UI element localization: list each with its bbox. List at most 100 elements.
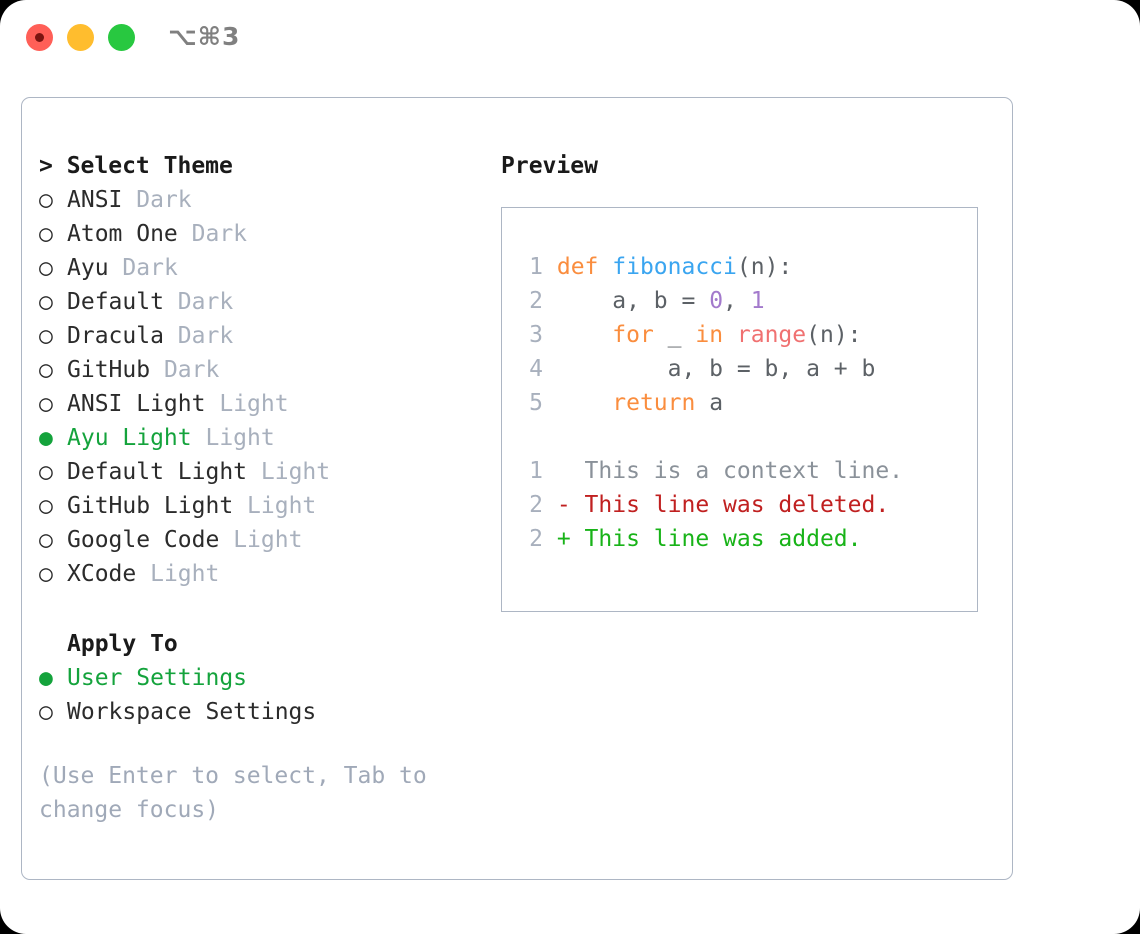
code-token: a, b = bbox=[612, 288, 710, 314]
radio-unselected-icon: ○ bbox=[39, 391, 53, 417]
apply-to-option-label: User Settings bbox=[67, 665, 248, 691]
radio-unselected-icon: ○ bbox=[39, 493, 53, 519]
theme-option-ansi-light[interactable]: ○ANSI Light Light bbox=[39, 387, 489, 421]
line-number: 2 bbox=[529, 492, 543, 518]
theme-option-category: Dark bbox=[177, 289, 234, 315]
theme-option-category: Light bbox=[247, 493, 317, 519]
theme-picker-column: > Select Theme ○ANSI Dark○Atom One Dark○… bbox=[39, 149, 489, 827]
radio-unselected-icon: ○ bbox=[39, 323, 53, 349]
content-panel: > Select Theme ○ANSI Dark○Atom One Dark○… bbox=[21, 97, 1013, 880]
diff-line-text: - This line was deleted. bbox=[543, 492, 890, 518]
code-line: 5 return a bbox=[519, 386, 903, 420]
diff-line-text: + This line was added. bbox=[543, 526, 862, 552]
line-number: 1 bbox=[529, 254, 543, 280]
code-token: range bbox=[736, 322, 807, 348]
preview-column: Preview 1 def fibonacci(n):2 a, b = 0, 1… bbox=[501, 149, 1001, 612]
theme-option-category: Light bbox=[233, 527, 303, 553]
theme-option-ayu[interactable]: ○ Ayu Dark bbox=[39, 251, 489, 285]
radio-unselected-icon: ○ bbox=[39, 289, 53, 315]
code-token: a, b = b, a + b bbox=[667, 356, 876, 382]
theme-option-label: Ayu Light bbox=[67, 425, 192, 451]
line-number: 2 bbox=[529, 288, 543, 314]
theme-option-default[interactable]: ○ Default Dark bbox=[39, 285, 489, 319]
theme-option-default-light[interactable]: ○ Default Light Light bbox=[39, 455, 489, 489]
radio-unselected-icon: ○ bbox=[39, 561, 53, 587]
code-line: 4 a, b = b, a + b bbox=[519, 352, 903, 386]
apply-to-option-list: ●User Settings ○ Workspace Settings bbox=[39, 661, 489, 729]
keyboard-hint-text: (Use Enter to select, Tab to change focu… bbox=[39, 763, 441, 823]
apply-to-header: Apply To bbox=[67, 631, 178, 657]
maximize-button-icon[interactable] bbox=[108, 24, 135, 51]
theme-option-label: GitHub Light bbox=[67, 493, 234, 519]
radio-unselected-icon: ○ bbox=[39, 699, 53, 725]
theme-option-category: Light bbox=[150, 561, 220, 587]
theme-option-label: Google Code bbox=[67, 527, 220, 553]
line-number: 2 bbox=[529, 526, 543, 552]
theme-option-dracula[interactable]: ○ Dracula Dark bbox=[39, 319, 489, 353]
apply-to-option-user-settings[interactable]: ●User Settings bbox=[39, 661, 489, 695]
minimize-button-icon[interactable] bbox=[67, 24, 94, 51]
theme-option-category: Dark bbox=[163, 357, 220, 383]
theme-option-label: Dracula bbox=[67, 323, 164, 349]
radio-unselected-icon: ○ bbox=[39, 527, 53, 553]
theme-option-category: Dark bbox=[136, 187, 192, 213]
code-line: 2 a, b = 0, 1 bbox=[519, 284, 903, 318]
radio-unselected-icon: ○ bbox=[39, 255, 53, 281]
theme-option-label: Default bbox=[67, 289, 164, 315]
theme-option-label: XCode bbox=[67, 561, 137, 587]
theme-option-category: Light bbox=[260, 459, 331, 485]
theme-option-ayu-light[interactable]: ● Ayu Light Light bbox=[39, 421, 489, 455]
select-theme-header: > Select Theme bbox=[39, 153, 233, 179]
code-token: return bbox=[612, 390, 710, 416]
line-number: 5 bbox=[529, 390, 543, 416]
theme-option-category: Dark bbox=[122, 255, 178, 281]
theme-option-atom-one[interactable]: ○ Atom One Dark bbox=[39, 217, 489, 251]
radio-unselected-icon: ○ bbox=[39, 187, 53, 213]
window-controls bbox=[26, 24, 135, 51]
diff-line-ctx: 1 This is a context line. bbox=[519, 454, 903, 488]
line-number: 3 bbox=[529, 322, 543, 348]
theme-option-github-light[interactable]: ○ GitHub Light Light bbox=[39, 489, 489, 523]
code-token: , bbox=[723, 288, 751, 314]
theme-option-label: GitHub bbox=[67, 357, 151, 383]
diff-line-text: This is a context line. bbox=[543, 458, 904, 484]
code-token: _ bbox=[667, 322, 696, 348]
preview-divider-space bbox=[519, 420, 903, 454]
code-token: 0 bbox=[709, 288, 724, 314]
code-token: a bbox=[709, 390, 724, 416]
code-token: for bbox=[612, 322, 668, 348]
theme-option-label: Default Light bbox=[67, 459, 248, 485]
code-token: 1 bbox=[750, 288, 765, 314]
theme-option-category: Light bbox=[205, 425, 275, 451]
theme-option-label: ANSI bbox=[67, 187, 123, 213]
theme-option-ansi[interactable]: ○ ANSI Dark bbox=[39, 183, 489, 217]
theme-option-category: Light bbox=[219, 391, 289, 417]
theme-option-xcode[interactable]: ○ XCode Light bbox=[39, 557, 489, 591]
code-line: 1 def fibonacci(n): bbox=[519, 250, 903, 284]
theme-option-category: Dark bbox=[177, 323, 234, 349]
diff-line-add: 2 + This line was added. bbox=[519, 522, 903, 556]
apply-to-option-label: Workspace Settings bbox=[67, 699, 317, 725]
theme-option-label: Ayu bbox=[67, 255, 109, 281]
code-token: def bbox=[556, 254, 613, 280]
close-button-icon[interactable] bbox=[26, 24, 53, 51]
radio-unselected-icon: ○ bbox=[39, 221, 53, 247]
code-token: (n): bbox=[736, 254, 793, 280]
theme-option-category: Dark bbox=[191, 221, 248, 247]
code-token: fibonacci bbox=[612, 254, 737, 280]
code-line: 3 for _ in range(n): bbox=[519, 318, 903, 352]
theme-option-label: Atom One bbox=[67, 221, 178, 247]
theme-option-google-code[interactable]: ○ Google Code Light bbox=[39, 523, 489, 557]
title-bar: ⌥⌘3 bbox=[0, 0, 1140, 78]
theme-option-github[interactable]: ○ GitHub Dark bbox=[39, 353, 489, 387]
code-token: in bbox=[695, 322, 737, 348]
code-token: (n): bbox=[806, 322, 862, 348]
close-inner-dot bbox=[35, 33, 44, 42]
apply-to-option-workspace-settings[interactable]: ○ Workspace Settings bbox=[39, 695, 489, 729]
radio-unselected-icon: ○ bbox=[39, 357, 53, 383]
radio-unselected-icon: ○ bbox=[39, 459, 53, 485]
theme-option-list: ○ ANSI Dark ○ Atom One Dark ○ Ayu Dark ○ Defaul… bbox=[39, 183, 489, 591]
radio-selected-icon: ● bbox=[39, 425, 53, 451]
line-number: 1 bbox=[529, 458, 543, 484]
